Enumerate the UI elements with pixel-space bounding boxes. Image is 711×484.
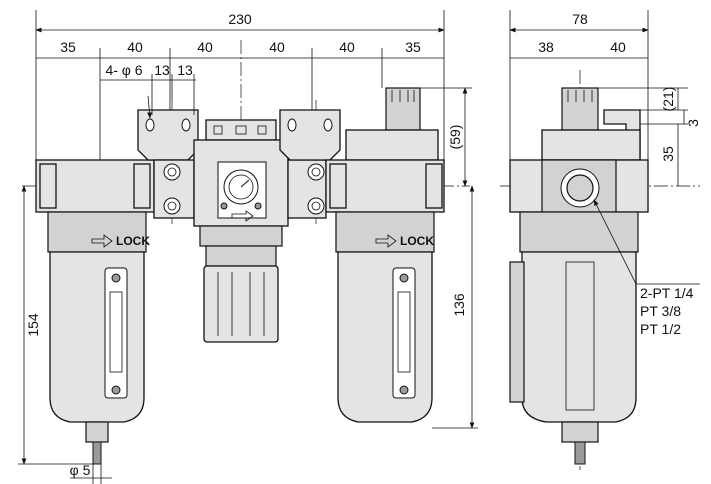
dim-seg-5: 40 — [339, 39, 355, 55]
right-bracket-plate — [279, 109, 341, 161]
side-guard — [509, 261, 525, 403]
left-spacer-bolt-bottom — [163, 197, 181, 215]
dim-hole-spacing-a: 13 — [154, 62, 170, 78]
port-leader — [593, 199, 637, 285]
side-bowl — [521, 251, 637, 423]
lubricator-screw-bottom — [399, 385, 409, 395]
dim-seg-2: 40 — [127, 39, 143, 55]
regulator-flow-arrow — [231, 210, 254, 222]
dim-seg-3: 40 — [197, 39, 213, 55]
regulator-slot-b — [235, 125, 247, 135]
regulator-collar — [205, 245, 277, 267]
pressure-gauge-needle — [240, 179, 250, 188]
left-bracket — [137, 109, 199, 161]
lubricator-bowl — [337, 251, 433, 423]
dim-hole-spacing-b: 13 — [177, 62, 193, 78]
side-port-inner — [566, 174, 594, 202]
right-spacer-bolt-bottom-inner — [311, 201, 321, 211]
lubricator-screw-top — [399, 273, 409, 283]
regulator-slot-c — [257, 125, 267, 135]
regulator-unit — [193, 119, 289, 343]
side-top-dome — [541, 129, 641, 161]
dim-seg-4: 40 — [269, 39, 285, 55]
side-view: 78 38 40 (21) 3 35 2-PT 1/4 PT 3/8 PT 1/… — [500, 10, 701, 470]
regulator-lower-ring — [199, 225, 283, 247]
dim-total-height: 154 — [25, 313, 41, 337]
dim-side-bracket: 35 — [660, 146, 676, 162]
port-label-3: PT 1/2 — [640, 321, 681, 337]
dim-drain: φ 5 — [70, 462, 91, 478]
regulator-bonnet-top — [205, 119, 277, 141]
lubricator-sight-glass — [397, 291, 411, 373]
side-drain-body — [561, 421, 599, 443]
hole-leader — [147, 95, 152, 119]
filter-screw-bottom — [111, 385, 121, 395]
port-label-1: 2-PT 1/4 — [640, 285, 694, 301]
dim-mount-holes: 4- φ 6 — [105, 62, 142, 78]
right-spacer-bolt-top-inner — [311, 167, 321, 177]
dim-side-seg-2: 40 — [610, 39, 626, 55]
lubricator-sight-window — [392, 267, 416, 399]
lubricator-lock-label: LOCK — [400, 234, 434, 248]
regulator-knob — [203, 265, 279, 343]
lubricator-port-left — [329, 163, 347, 209]
left-spacer-bolt-top-inner — [167, 167, 177, 177]
right-bracket-hole-a — [287, 118, 297, 132]
left-bracket-hole-b — [181, 118, 191, 132]
filter-sight-window — [104, 267, 128, 399]
left-bracket-hole-a — [145, 118, 155, 132]
left-bracket-plate — [137, 109, 199, 161]
dim-side-width: 78 — [572, 11, 588, 27]
dim-side-top: (21) — [660, 87, 676, 112]
dim-side-seg-1: 38 — [538, 39, 554, 55]
lubricator-port-right — [425, 163, 443, 209]
filter-drain-nozzle — [92, 441, 102, 465]
side-sight-panel — [565, 261, 595, 411]
lubricator-top-dome — [345, 129, 439, 161]
lubricator-adjust-knob — [385, 87, 421, 131]
lubricator-lock-ring — [335, 211, 435, 253]
regulator-slot-a — [213, 125, 223, 135]
port-label-2: PT 3/8 — [640, 303, 681, 319]
left-spacer — [153, 159, 195, 219]
right-spacer-bolt-bottom — [307, 197, 325, 215]
right-spacer — [287, 159, 327, 219]
gauge-screw-right — [254, 202, 262, 210]
filter-bowl — [49, 251, 145, 423]
left-spacer-bolt-bottom-inner — [167, 201, 177, 211]
right-bracket-hole-b — [323, 118, 333, 132]
dim-seg-6: 35 — [405, 39, 421, 55]
side-adjust-knob — [561, 87, 599, 131]
right-spacer-bolt-top — [307, 163, 325, 181]
dim-top-height: (59) — [447, 125, 463, 150]
gauge-screw-left — [220, 202, 228, 210]
filter-port-left — [39, 163, 57, 209]
filter-screw-top — [111, 273, 121, 283]
side-lock-ring — [519, 211, 639, 253]
right-bracket — [279, 109, 341, 161]
front-view: LOCK — [18, 10, 478, 484]
lubricator-unit: LOCK — [325, 87, 445, 423]
dim-side-plate: 3 — [685, 119, 701, 127]
filter-sight-glass — [109, 291, 123, 373]
dim-overall-width: 230 — [228, 11, 252, 27]
left-spacer-bolt-top — [163, 163, 181, 181]
filter-drain-body — [85, 421, 109, 443]
filter-lock-label: LOCK — [116, 234, 150, 248]
side-drain-nozzle — [574, 441, 586, 465]
lubricator-lock-arrow — [375, 234, 397, 248]
filter-port-right — [133, 163, 151, 209]
filter-unit: LOCK — [35, 159, 155, 465]
dim-bowl-height: 136 — [451, 293, 467, 317]
pressure-gauge-scale — [228, 174, 254, 200]
filter-lock-arrow — [91, 234, 113, 248]
dim-seg-1: 35 — [60, 39, 76, 55]
